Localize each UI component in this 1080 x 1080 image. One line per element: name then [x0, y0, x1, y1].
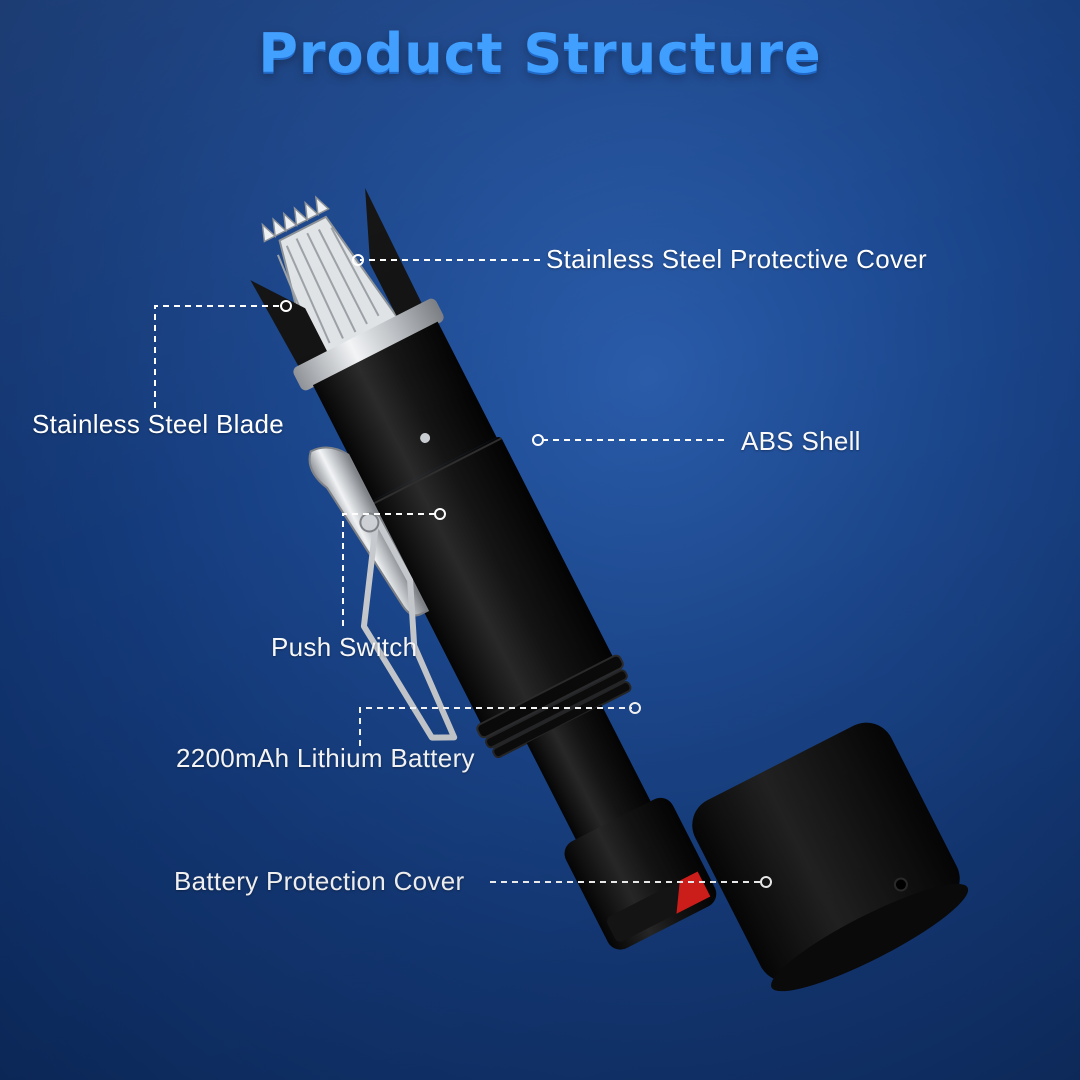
label-protective-cover: Stainless Steel Protective Cover [546, 244, 927, 274]
callout-dots [280, 254, 772, 888]
label-push-switch: Push Switch [271, 632, 418, 662]
label-blade: Stainless Steel Blade [32, 409, 285, 439]
blade-assembly [250, 187, 425, 372]
callout-leaders [154, 259, 762, 883]
label-battery-cover: Battery Protection Cover [174, 866, 465, 896]
label-abs-shell: ABS Shell [741, 426, 861, 456]
protective-cover-ring [293, 298, 444, 391]
label-battery: 2200mAh Lithium Battery [176, 743, 475, 773]
device-body [250, 187, 717, 950]
battery-protection-cap [692, 722, 969, 992]
push-switch-lever [308, 446, 458, 741]
page-title: Product Structure [258, 22, 822, 85]
